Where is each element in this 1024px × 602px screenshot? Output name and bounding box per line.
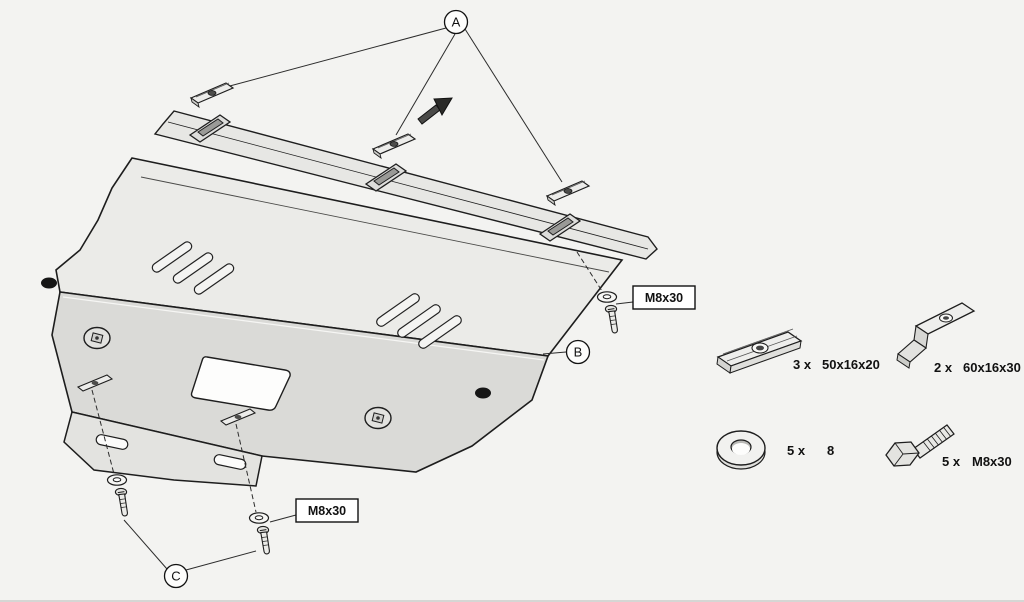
bolt-assembly-bottom-left xyxy=(106,474,129,517)
bolt-assembly-top-right xyxy=(596,291,619,334)
spacer-plate-top-middle xyxy=(371,133,417,160)
spacer-plate-top-left xyxy=(189,82,235,109)
legend-spacer-size: 50x16x20 xyxy=(822,357,880,372)
mount-boss-right xyxy=(364,406,392,430)
fastener-label-top: M8x30 xyxy=(645,291,683,305)
callout-c-label: C xyxy=(171,569,180,584)
fastener-label-box-top: M8x30 xyxy=(632,285,696,310)
callout-c: C xyxy=(163,563,189,589)
forward-direction-arrow-icon xyxy=(417,97,453,125)
leader-line-m8x30-top xyxy=(615,301,634,305)
leader-lines-c xyxy=(123,519,257,571)
legend-bracket-qty: 2 x xyxy=(934,360,953,375)
legend-bolt-drawing xyxy=(885,424,955,467)
skid-plate xyxy=(51,157,624,487)
leader-line-b xyxy=(542,351,567,355)
clamp-bracket-middle xyxy=(364,163,408,192)
legend-bracket-size: 60x16x30 xyxy=(963,360,1021,375)
clamp-bracket-left xyxy=(188,114,232,143)
fastener-label-bottom: M8x30 xyxy=(308,504,346,518)
spacer-plate-top-right xyxy=(545,180,591,207)
legend-spacer-drawing xyxy=(716,328,803,374)
callout-b-label: B xyxy=(574,345,583,360)
legend-spacer-qty: 3 x xyxy=(793,357,812,372)
vent-slots-left xyxy=(151,241,235,295)
legend-bracket-drawing xyxy=(896,302,976,369)
fastener-label-box-bottom: M8x30 xyxy=(295,498,359,523)
callout-b: B xyxy=(565,339,591,365)
vent-slots-right xyxy=(376,293,462,349)
spacer-plate-bottom-left xyxy=(76,374,114,392)
bolt-dot-right xyxy=(475,387,491,399)
leader-line-m8x30-bottom xyxy=(269,514,297,523)
center-opening xyxy=(190,356,291,411)
clamp-bracket-right xyxy=(538,213,582,242)
bolt-assembly-bottom-middle xyxy=(248,512,271,555)
legend-bolt-qty: 5 x xyxy=(942,454,961,469)
legend-washer-size: 8 xyxy=(827,443,834,458)
mount-boss-left xyxy=(83,326,111,350)
bolt-dot-left xyxy=(41,277,57,289)
alignment-dashed-lines xyxy=(91,251,603,513)
legend-bolt-size: M8x30 xyxy=(972,454,1012,469)
legend-washer-qty: 5 x xyxy=(787,443,806,458)
legend-washer-drawing xyxy=(716,430,766,470)
callout-a: A xyxy=(443,9,469,35)
callout-a-label: A xyxy=(452,15,461,30)
spacer-plate-bottom-middle xyxy=(219,408,257,426)
leader-lines-a xyxy=(225,27,563,183)
